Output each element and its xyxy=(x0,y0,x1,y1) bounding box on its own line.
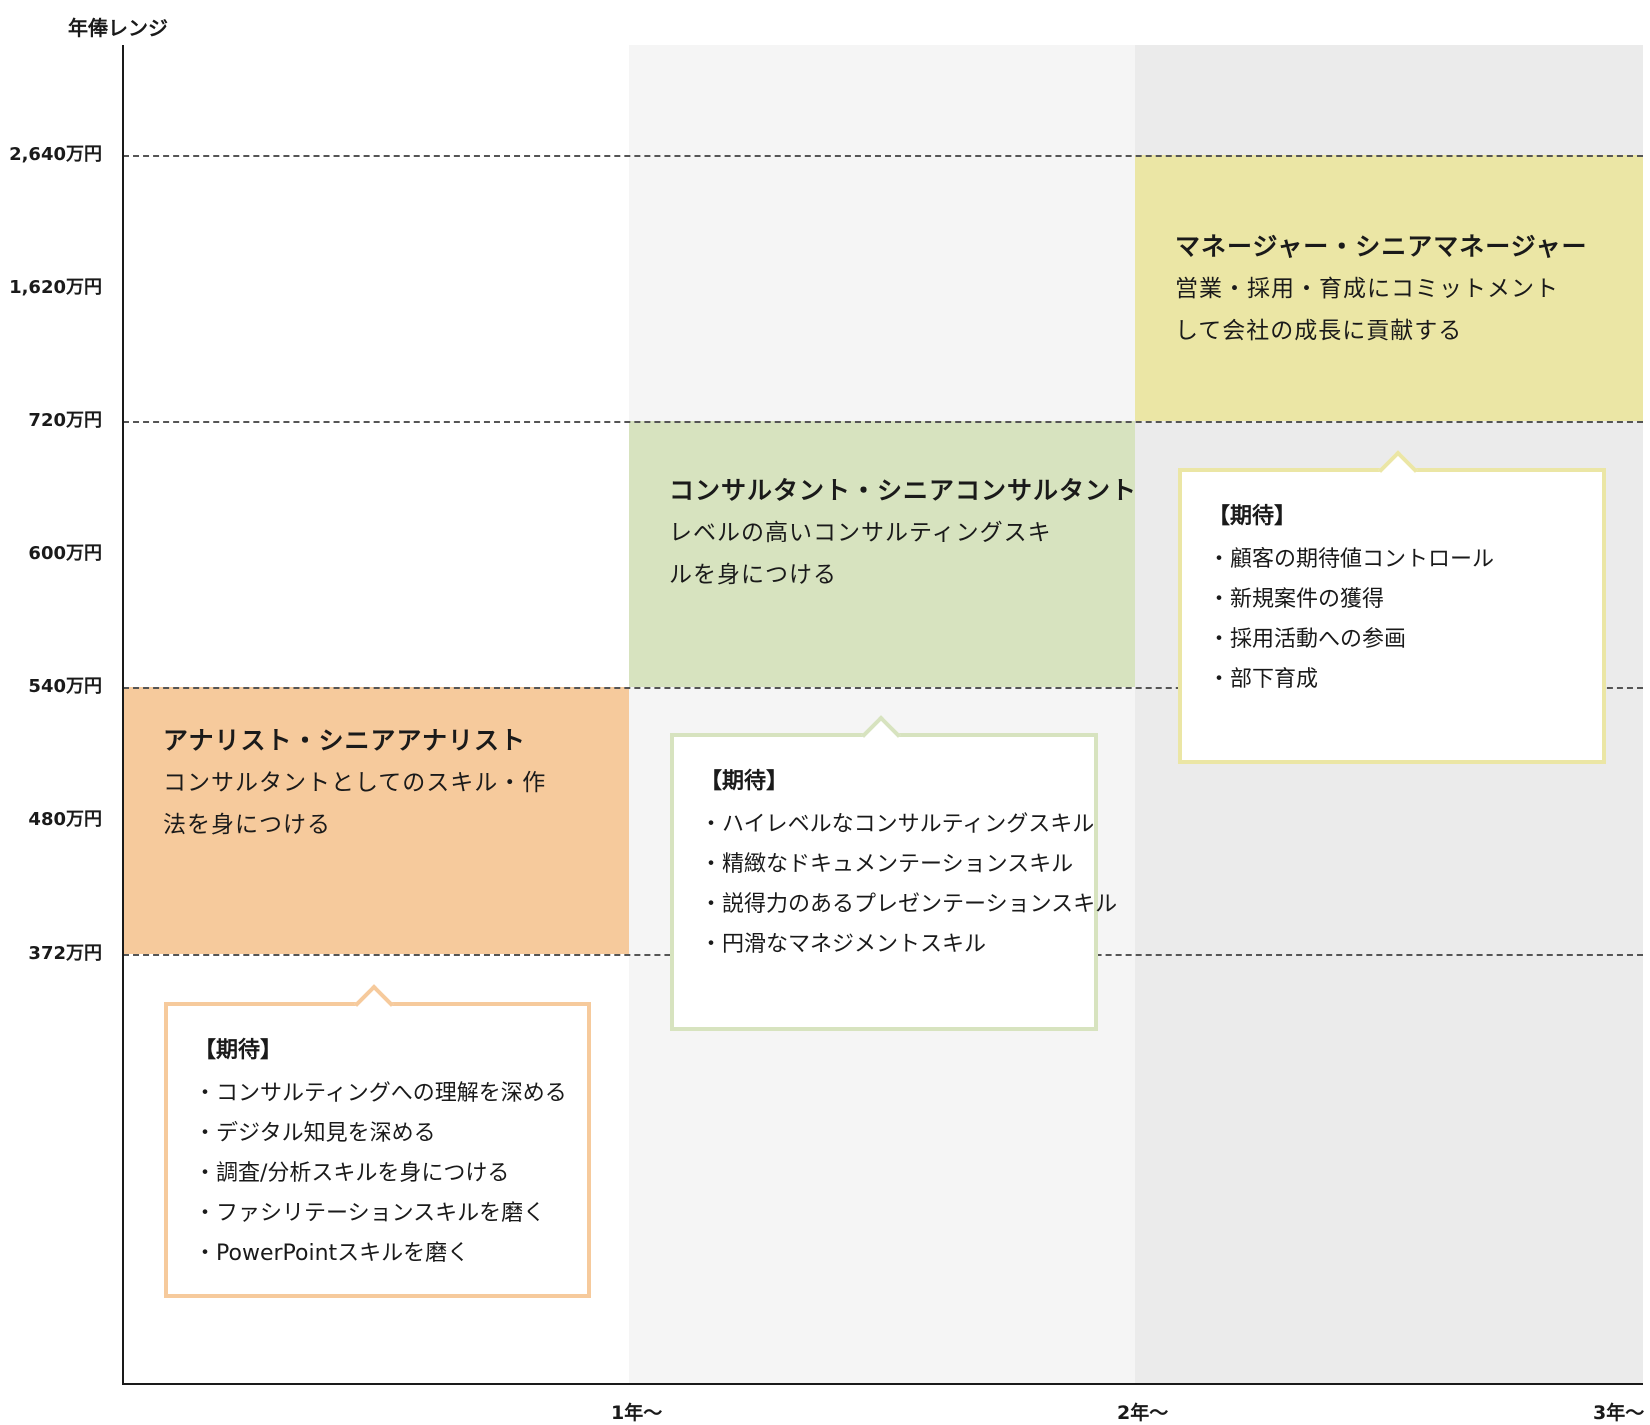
y-tick-label: 480万円 xyxy=(28,809,102,830)
callout-title: 【期待】 xyxy=(1208,504,1297,529)
expectation-item: 精緻なドキュメンテーションスキル xyxy=(700,845,1117,885)
callout-title: 【期待】 xyxy=(700,769,789,794)
expectation-item: デジタル知見を深める xyxy=(194,1114,567,1154)
y-tick-label: 372万円 xyxy=(28,943,102,964)
x-tick-label: 3年〜 xyxy=(1593,1402,1645,1424)
callout-manager-expectations: 【期待】 顧客の期待値コントロール 新規案件の獲得 採用活動への参画 部下育成 xyxy=(1178,450,1606,764)
y-tick-label: 540万円 xyxy=(28,676,102,697)
callout-analyst-expectations: 【期待】 コンサルティングへの理解を深める デジタル知見を深める 調査/分析スキ… xyxy=(164,984,591,1298)
band-consultant-title: コンサルタント・シニアコンサルタント xyxy=(669,476,1138,505)
expectation-item: コンサルティングへの理解を深める xyxy=(194,1074,567,1114)
expectation-list: ハイレベルなコンサルティングスキル 精緻なドキュメンテーションスキル 説得力のあ… xyxy=(700,805,1117,965)
band-manager-desc-1: 営業・採用・育成にコミットメント xyxy=(1175,276,1559,302)
expectation-list: コンサルティングへの理解を深める デジタル知見を深める 調査/分析スキルを身につ… xyxy=(194,1074,567,1274)
expectation-item: 顧客の期待値コントロール xyxy=(1208,540,1494,580)
band-manager-desc-2: して会社の成長に貢献する xyxy=(1175,318,1463,344)
x-tick-label: 1年〜 xyxy=(611,1402,663,1424)
y-axis-line xyxy=(122,45,124,1385)
expectation-item: 調査/分析スキルを身につける xyxy=(194,1154,567,1194)
band-manager-title: マネージャー・シニアマネージャー xyxy=(1175,232,1588,261)
y-axis-title: 年俸レンジ xyxy=(68,16,168,40)
expectation-item: 新規案件の獲得 xyxy=(1208,580,1494,620)
band-analyst-desc-1: コンサルタントとしてのスキル・作 xyxy=(163,770,547,796)
x-axis-line xyxy=(122,1383,1643,1385)
y-tick-label: 2,640万円 xyxy=(9,144,102,165)
band-consultant-desc-2: ルを身につける xyxy=(669,562,837,588)
band-consultant-desc-1: レベルの高いコンサルティングスキ xyxy=(669,520,1052,546)
expectation-item: 説得力のあるプレゼンテーションスキル xyxy=(700,885,1117,925)
column-year-1 xyxy=(629,45,1135,1385)
expectation-item: ファシリテーションスキルを磨く xyxy=(194,1194,567,1234)
band-analyst-desc-2: 法を身につける xyxy=(163,812,331,838)
x-tick-label: 2年〜 xyxy=(1117,1402,1169,1424)
band-analyst: アナリスト・シニアアナリスト コンサルタントとしてのスキル・作 法を身につける xyxy=(123,687,629,954)
band-consultant: コンサルタント・シニアコンサルタント レベルの高いコンサルティングスキ ルを身に… xyxy=(629,421,1138,687)
expectation-list: 顧客の期待値コントロール 新規案件の獲得 採用活動への参画 部下育成 xyxy=(1208,540,1494,700)
expectation-item: 採用活動への参画 xyxy=(1208,620,1494,660)
expectation-item: 円滑なマネジメントスキル xyxy=(700,925,1117,965)
expectation-item: 部下育成 xyxy=(1208,660,1494,700)
band-analyst-title: アナリスト・シニアアナリスト xyxy=(163,726,527,755)
y-tick-label: 600万円 xyxy=(28,543,102,564)
callout-title: 【期待】 xyxy=(194,1038,283,1063)
gridline-2640 xyxy=(123,155,1643,157)
band-manager: マネージャー・シニアマネージャー 営業・採用・育成にコミットメント して会社の成… xyxy=(1135,155,1643,421)
gridline-720 xyxy=(123,421,1643,423)
gridline-540 xyxy=(123,687,1643,689)
callout-consultant-expectations: 【期待】 ハイレベルなコンサルティングスキル 精緻なドキュメンテーションスキル … xyxy=(670,715,1117,1031)
y-tick-label: 720万円 xyxy=(28,410,102,431)
expectation-item: ハイレベルなコンサルティングスキル xyxy=(700,805,1117,845)
expectation-item: PowerPointスキルを磨く xyxy=(194,1234,567,1274)
y-tick-label: 1,620万円 xyxy=(9,277,102,298)
